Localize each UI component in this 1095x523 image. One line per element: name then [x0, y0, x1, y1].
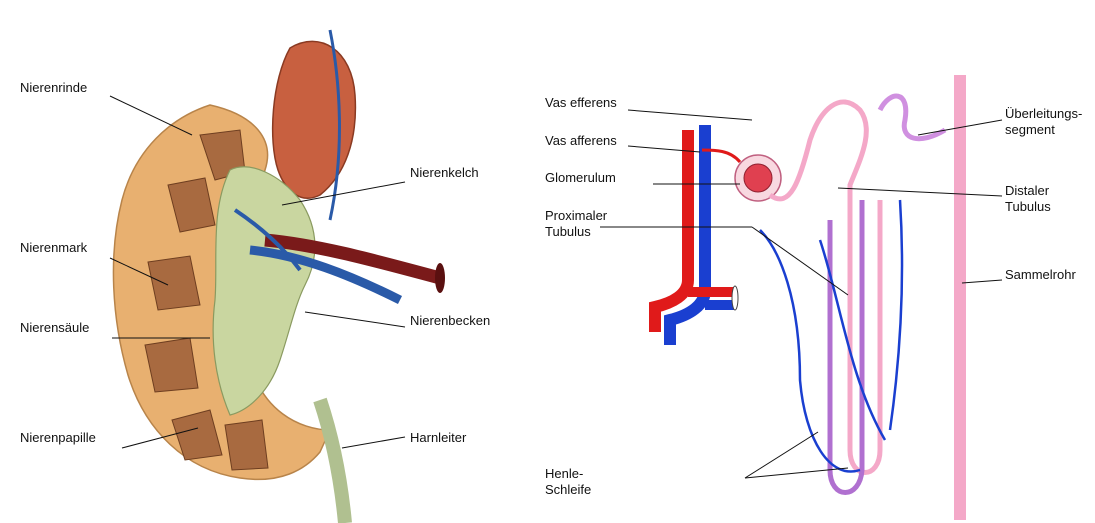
label-nierenbecken: Nierenbecken: [410, 313, 490, 329]
label-henle: Henle-: [545, 466, 583, 482]
vessel-ends: [732, 286, 738, 310]
label-vas-efferens: Vas efferens: [545, 95, 617, 111]
label-glomerulum: Glomerulum: [545, 170, 616, 186]
label-ueberleitungs: Überleitungs-: [1005, 106, 1082, 122]
kidney-illustration: [113, 30, 445, 523]
label-sammelrohr: Sammelrohr: [1005, 267, 1076, 283]
glomerulum-knot: [744, 164, 772, 192]
label-nierenrinde: Nierenrinde: [20, 80, 87, 96]
label-nierensaeule: Nierensäule: [20, 320, 89, 336]
ureter: [320, 400, 345, 523]
label-vas-afferens: Vas afferens: [545, 133, 617, 149]
label-schleife: Schleife: [545, 482, 591, 498]
label-nierenkelch: Nierenkelch: [410, 165, 479, 181]
henle-loop: [830, 200, 862, 493]
renal-artery-end: [435, 263, 445, 293]
label-harnleiter: Harnleiter: [410, 430, 466, 446]
label-distaler: Distaler: [1005, 183, 1049, 199]
label-proximaler: Proximaler: [545, 208, 607, 224]
nephron-diagram: [655, 75, 960, 520]
label-dist-tubulus: Tubulus: [1005, 199, 1051, 215]
label-nierenpapille: Nierenpapille: [20, 430, 96, 446]
arteria-red-main: [655, 130, 688, 332]
label-segment: segment: [1005, 122, 1055, 138]
adrenal-gland: [273, 41, 356, 198]
label-prox-tubulus: Tubulus: [545, 224, 591, 240]
renal-pelvis: [213, 167, 315, 415]
label-nierenmark: Nierenmark: [20, 240, 87, 256]
